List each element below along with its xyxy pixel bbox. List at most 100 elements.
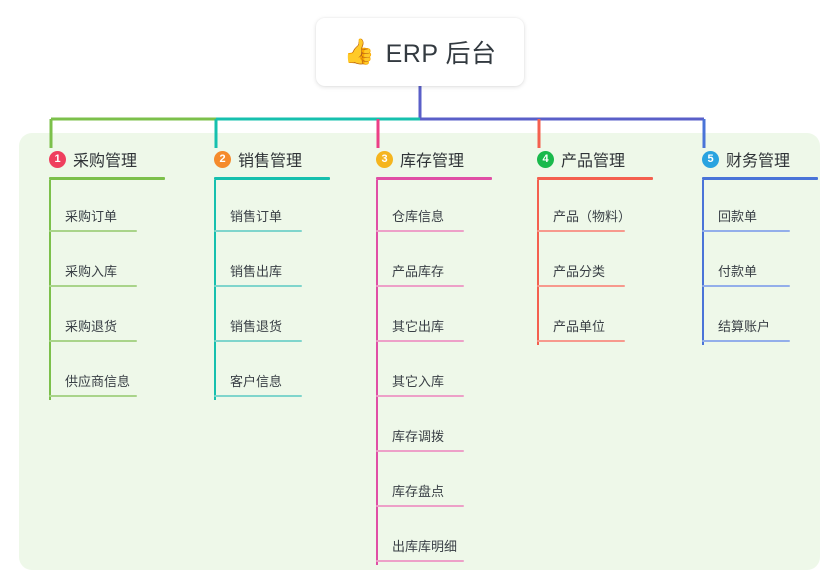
branch-number-badge: 2	[214, 150, 231, 168]
branch-spine	[214, 180, 216, 400]
branch-item[interactable]: 付款单	[683, 235, 818, 290]
branch-item[interactable]: 其它出库	[357, 290, 492, 345]
branch-item[interactable]: 销售出库	[195, 235, 330, 290]
branch-item-rule	[376, 505, 464, 507]
branch-spine	[537, 180, 539, 345]
branch-item-label: 回款单	[718, 209, 758, 224]
branch-item-list: 采购订单采购入库采购退货供应商信息	[30, 180, 165, 400]
branch-item-label: 结算账户	[718, 319, 771, 334]
branch-item[interactable]: 产品（物料）	[518, 180, 653, 235]
branch-item[interactable]: 产品单位	[518, 290, 653, 345]
branch-item[interactable]: 其它入库	[357, 345, 492, 400]
branch-item[interactable]: 产品库存	[357, 235, 492, 290]
branch-item[interactable]: 采购入库	[30, 235, 165, 290]
branch-column: 2 销售管理销售订单销售出库销售退货客户信息	[195, 146, 330, 400]
branch-number-badge: 3	[376, 150, 393, 168]
branch-item[interactable]: 客户信息	[195, 345, 330, 400]
branch-spine	[49, 180, 51, 400]
branch-header-rule	[376, 177, 492, 180]
branch-column: 1 采购管理采购订单采购入库采购退货供应商信息	[30, 146, 165, 400]
branch-title: 库存管理	[400, 153, 465, 170]
branch-item-rule	[376, 285, 464, 287]
branch-header[interactable]: 4 产品管理	[518, 146, 653, 172]
branch-item-label: 出库库明细	[392, 539, 458, 554]
branch-item-rule	[214, 340, 302, 342]
branch-item-label: 供应商信息	[65, 374, 131, 389]
branch-item-rule	[537, 230, 625, 232]
branch-number-badge: 4	[537, 150, 554, 168]
branch-item-rule	[376, 560, 464, 562]
root-node-title: ERP 后台	[385, 40, 497, 68]
branch-item-rule	[702, 285, 790, 287]
branch-item-label: 库存调拨	[392, 429, 445, 444]
branch-item[interactable]: 采购退货	[30, 290, 165, 345]
branch-item-rule	[376, 450, 464, 452]
branch-item-label: 其它出库	[392, 319, 445, 334]
branch-item-rule	[214, 285, 302, 287]
branch-item-rule	[49, 395, 137, 397]
branch-item[interactable]: 库存调拨	[357, 400, 492, 455]
branch-item-rule	[49, 285, 137, 287]
branch-item-label: 产品单位	[553, 319, 606, 334]
branch-item-rule	[702, 340, 790, 342]
branch-item-rule	[214, 395, 302, 397]
branch-item-label: 仓库信息	[392, 209, 445, 224]
branch-item-rule	[537, 340, 625, 342]
branch-item-label: 采购退货	[65, 319, 118, 334]
branch-spine	[702, 180, 704, 345]
branch-item-label: 付款单	[718, 264, 758, 279]
branch-item-label: 产品库存	[392, 264, 445, 279]
branch-number-badge: 1	[49, 150, 66, 168]
branch-title: 销售管理	[238, 153, 303, 170]
branch-item-list: 仓库信息产品库存其它出库其它入库库存调拨库存盘点出库库明细	[357, 180, 492, 565]
branch-header[interactable]: 1 采购管理	[30, 146, 165, 172]
branch-item-label: 采购入库	[65, 264, 118, 279]
branch-item-label: 库存盘点	[392, 484, 445, 499]
branch-item-rule	[214, 230, 302, 232]
branch-item[interactable]: 采购订单	[30, 180, 165, 235]
branch-item[interactable]: 结算账户	[683, 290, 818, 345]
branch-item[interactable]: 销售退货	[195, 290, 330, 345]
branch-header[interactable]: 2 销售管理	[195, 146, 330, 172]
root-node-erp-backend[interactable]: 👍 ERP 后台	[316, 18, 524, 86]
branch-item-list: 回款单付款单结算账户	[683, 180, 818, 345]
branch-item-label: 其它入库	[392, 374, 445, 389]
branch-item[interactable]: 仓库信息	[357, 180, 492, 235]
branch-item-rule	[49, 340, 137, 342]
branch-item[interactable]: 供应商信息	[30, 345, 165, 400]
branch-item-label: 客户信息	[230, 374, 283, 389]
branch-header[interactable]: 3 库存管理	[357, 146, 492, 172]
branch-spine	[376, 180, 378, 565]
diagram-panel-background	[19, 133, 820, 570]
branch-item-label: 产品（物料）	[553, 209, 632, 224]
branch-title: 财务管理	[726, 153, 791, 170]
branch-column: 4 产品管理产品（物料） 产品分类产品单位	[518, 146, 653, 345]
branch-item-label: 产品分类	[553, 264, 606, 279]
branch-item-rule	[376, 395, 464, 397]
branch-item-label: 销售退货	[230, 319, 283, 334]
branch-item[interactable]: 产品分类	[518, 235, 653, 290]
branch-item-rule	[49, 230, 137, 232]
branch-title: 产品管理	[561, 153, 626, 170]
branch-item[interactable]: 出库库明细	[357, 510, 492, 565]
branch-item-label: 销售出库	[230, 264, 283, 279]
branch-item-rule	[376, 230, 464, 232]
branch-header-rule	[49, 177, 165, 180]
branch-header-rule	[702, 177, 818, 180]
branch-title: 采购管理	[73, 153, 138, 170]
branch-item-rule	[376, 340, 464, 342]
branch-item-label: 采购订单	[65, 209, 118, 224]
branch-header-rule	[537, 177, 653, 180]
branch-item[interactable]: 回款单	[683, 180, 818, 235]
branch-item-label: 销售订单	[230, 209, 283, 224]
branch-item[interactable]: 库存盘点	[357, 455, 492, 510]
branch-item-rule	[702, 230, 790, 232]
branch-item[interactable]: 销售订单	[195, 180, 330, 235]
branch-item-list: 销售订单销售出库销售退货客户信息	[195, 180, 330, 400]
branch-header-rule	[214, 177, 330, 180]
branch-item-list: 产品（物料） 产品分类产品单位	[518, 180, 653, 345]
branch-item-rule	[537, 285, 625, 287]
